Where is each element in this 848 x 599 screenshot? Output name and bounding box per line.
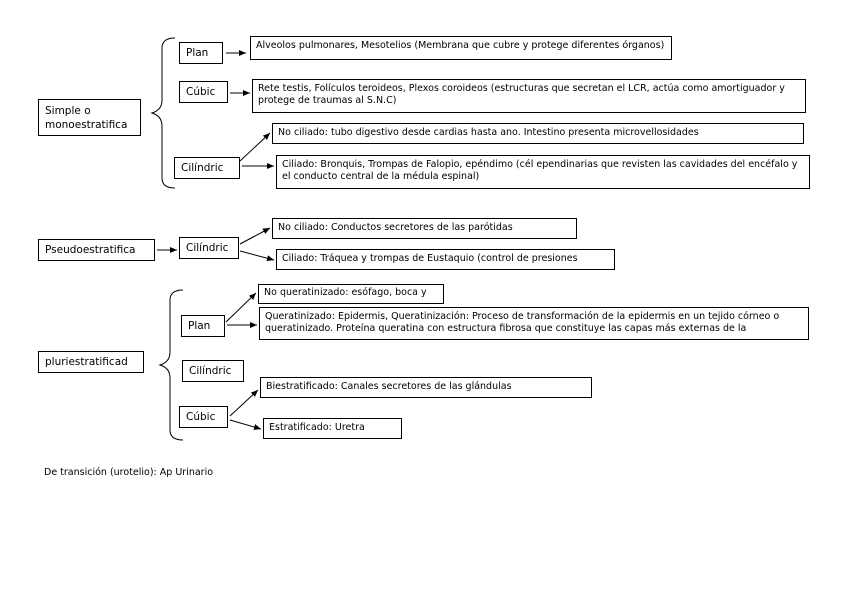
pluri-no-queratinizado-box: No queratinizado: esófago, boca y xyxy=(258,284,444,304)
pluri-root-label: pluriestratificad xyxy=(45,356,128,368)
pluri-brace xyxy=(158,289,184,441)
arrow-pluri-bi xyxy=(229,389,259,417)
simple-no-ciliado: No ciliado: tubo digestivo desde cardias… xyxy=(278,127,699,138)
pluri-estratificado: Estratificado: Uretra xyxy=(269,422,365,433)
arrow-simple-noc xyxy=(239,132,271,162)
simple-plan-box: Plan xyxy=(179,42,223,64)
pseudo-no-ciliado: No ciliado: Conductos secretores de las … xyxy=(278,222,513,233)
pluri-estratificado-box: Estratificado: Uretra xyxy=(263,418,402,439)
pseudo-cilindric-label: Cilíndric xyxy=(186,242,229,254)
simple-plan-desc: Alveolos pulmonares, Mesotelios (Membran… xyxy=(256,40,665,51)
simple-cubic-label: Cúbic xyxy=(186,86,216,98)
arrow-pluri-est xyxy=(229,419,262,430)
pluri-cubic-box: Cúbic xyxy=(179,406,228,428)
arrow-pluri-noq xyxy=(225,292,257,323)
pseudo-ciliado-box: Ciliado: Tráquea y trompas de Eustaquio … xyxy=(276,249,615,270)
pluri-cubic-label: Cúbic xyxy=(186,411,216,423)
transition-note: De transición (urotelio): Ap Urinario xyxy=(44,467,214,478)
pluri-biestratificado-box: Biestratificado: Canales secretores de l… xyxy=(260,377,592,398)
pluri-cilindric-box: Cilíndric xyxy=(182,360,244,382)
pluri-no-queratinizado: No queratinizado: esófago, boca y xyxy=(264,287,427,298)
simple-cilindric-label: Cilíndric xyxy=(181,162,224,174)
simple-cilindric-box: Cilíndric xyxy=(174,157,240,179)
pluri-plan-box: Plan xyxy=(181,315,225,337)
pluri-plan-label: Plan xyxy=(188,320,211,332)
simple-ciliado: Ciliado: Bronquis, Trompas de Falopio, e… xyxy=(282,159,798,182)
simple-cubic-desc: Rete testis, Folículos teroideos, Plexos… xyxy=(258,83,785,106)
pseudo-no-ciliado-box: No ciliado: Conductos secretores de las … xyxy=(272,218,577,239)
pluri-root-box: pluriestratificad xyxy=(38,351,144,373)
simple-plan-label: Plan xyxy=(186,47,209,59)
simple-root-box: Simple o monoestratifica xyxy=(38,99,141,136)
simple-ciliado-box: Ciliado: Bronquis, Trompas de Falopio, e… xyxy=(276,155,810,189)
pseudo-ciliado: Ciliado: Tráquea y trompas de Eustaquio … xyxy=(282,253,578,264)
simple-cubic-box: Cúbic xyxy=(179,81,228,103)
pluri-queratinizado-box: Queratinizado: Epidermis, Queratinizació… xyxy=(259,307,809,340)
pluri-biestratificado: Biestratificado: Canales secretores de l… xyxy=(266,381,512,392)
simple-no-ciliado-box: No ciliado: tubo digestivo desde cardias… xyxy=(272,123,804,144)
simple-root-label: Simple o monoestratifica xyxy=(45,105,128,131)
simple-cubic-desc-box: Rete testis, Folículos teroideos, Plexos… xyxy=(252,79,806,113)
arrow-pseudo-noc xyxy=(239,227,271,245)
pseudo-root-label: Pseudoestratifica xyxy=(45,244,136,256)
pseudo-root-box: Pseudoestratifica xyxy=(38,239,155,261)
pluri-cilindric-label: Cilíndric xyxy=(189,365,232,377)
simple-brace xyxy=(150,37,176,189)
simple-plan-desc-box: Alveolos pulmonares, Mesotelios (Membran… xyxy=(250,36,672,60)
arrow-pseudo-cil xyxy=(239,250,275,262)
pluri-queratinizado: Queratinizado: Epidermis, Queratinizació… xyxy=(265,311,780,334)
pseudo-cilindric-box: Cilíndric xyxy=(179,237,239,259)
